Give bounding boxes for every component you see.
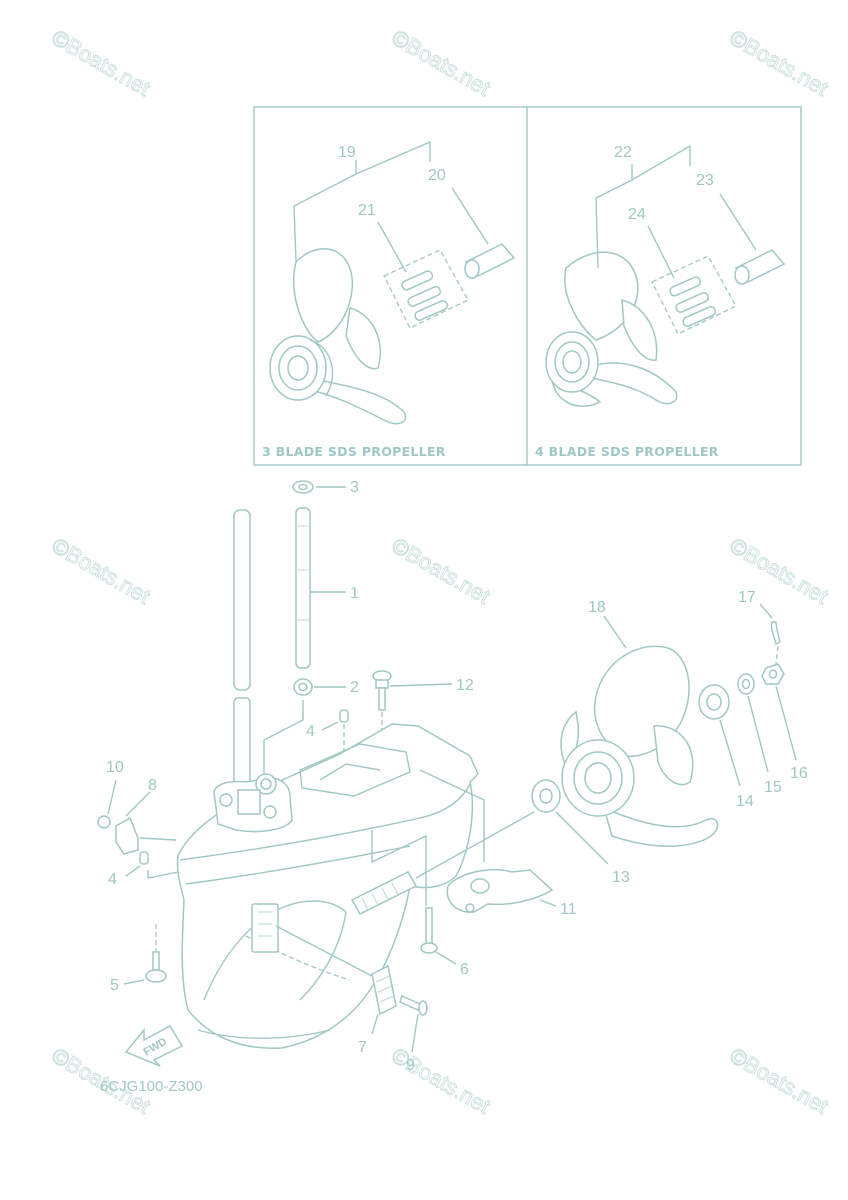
diagram-code: 6CJG100-Z300 xyxy=(100,1078,203,1095)
washer: 15 xyxy=(737,673,782,796)
callout-4-lower: 4 xyxy=(108,871,117,888)
callout-17: 17 xyxy=(738,589,756,606)
callout-21: 21 xyxy=(358,202,376,219)
drive-shaft xyxy=(233,509,251,795)
callout-14: 14 xyxy=(736,793,754,810)
watermark: ©Boats.net xyxy=(388,1043,495,1119)
callout-5: 5 xyxy=(110,977,119,994)
callout-20: 20 xyxy=(428,167,446,184)
callout-10: 10 xyxy=(106,759,124,776)
dowel-pin-upper: 4 xyxy=(306,709,349,760)
three-blade-bushing-kit xyxy=(383,249,469,329)
three-blade-spacer xyxy=(464,243,516,279)
spacer: 14 xyxy=(698,684,754,810)
callout-23: 23 xyxy=(696,172,714,189)
watermark: ©Boats.net xyxy=(388,533,495,609)
cotter-pin: 17 xyxy=(738,589,781,665)
bolt-5: 5 xyxy=(110,924,167,994)
callout-4: 4 xyxy=(306,723,315,740)
thrust-washer: 13 xyxy=(531,779,630,886)
three-blade-propeller-drawing xyxy=(269,248,407,425)
callout-3: 3 xyxy=(350,479,359,496)
main-assembly: 1 3 2 12 4 xyxy=(97,479,808,1095)
bolt-6: 6 xyxy=(420,907,469,978)
bolt-12: 12 xyxy=(372,670,474,740)
four-blade-propeller-drawing xyxy=(545,251,678,407)
callout-19: 19 xyxy=(338,144,356,161)
four-blade-spacer xyxy=(734,249,786,285)
callout-1: 1 xyxy=(350,585,359,602)
callout-8: 8 xyxy=(148,777,157,794)
grommet-bottom: 2 xyxy=(263,678,359,775)
screw-9: 9 xyxy=(399,994,428,1074)
forward-direction-arrow: FWD xyxy=(124,1025,184,1067)
propeller-nut: 16 xyxy=(761,663,808,782)
callout-13: 13 xyxy=(612,869,630,886)
watermark: ©Boats.net xyxy=(388,25,495,101)
watermark: ©Boats.net xyxy=(726,1043,833,1119)
callout-24: 24 xyxy=(628,206,646,223)
watermark: ©Boats.net xyxy=(726,25,833,101)
callout-16: 16 xyxy=(790,765,808,782)
callout-6: 6 xyxy=(460,961,469,978)
lower-casing xyxy=(176,723,479,1049)
propeller-options-inset: 19 20 21 3 BLADE SDS PROPELLER xyxy=(253,106,802,466)
water-inlet-grille: 7 xyxy=(275,925,397,1056)
watermark: ©Boats.net xyxy=(48,533,155,609)
callout-18: 18 xyxy=(588,599,606,616)
propeller: 18 xyxy=(560,599,719,847)
grommet-top: 3 xyxy=(292,479,359,496)
cover-plate-8: 8 xyxy=(115,777,177,855)
four-blade-bushing-kit xyxy=(651,255,737,335)
four-blade-panel: 22 23 24 4 BLADE SDS PROPELLER xyxy=(535,144,786,459)
dowel-pin-lower: 4 xyxy=(108,851,179,888)
callout-2: 2 xyxy=(350,679,359,696)
trim-tab: 11 xyxy=(446,868,577,918)
callout-12: 12 xyxy=(456,677,474,694)
screw-10: 10 xyxy=(97,759,124,829)
three-blade-panel: 19 20 21 3 BLADE SDS PROPELLER xyxy=(262,141,516,459)
four-blade-panel-caption: 4 BLADE SDS PROPELLER xyxy=(535,444,719,459)
callout-11: 11 xyxy=(560,901,577,918)
three-blade-panel-caption: 3 BLADE SDS PROPELLER xyxy=(262,444,446,459)
callout-15: 15 xyxy=(764,779,782,796)
callout-7: 7 xyxy=(358,1039,367,1056)
shift-rod: 1 xyxy=(295,507,359,669)
callout-9: 9 xyxy=(406,1057,415,1074)
callout-22: 22 xyxy=(614,144,632,161)
watermark: ©Boats.net xyxy=(48,25,155,101)
